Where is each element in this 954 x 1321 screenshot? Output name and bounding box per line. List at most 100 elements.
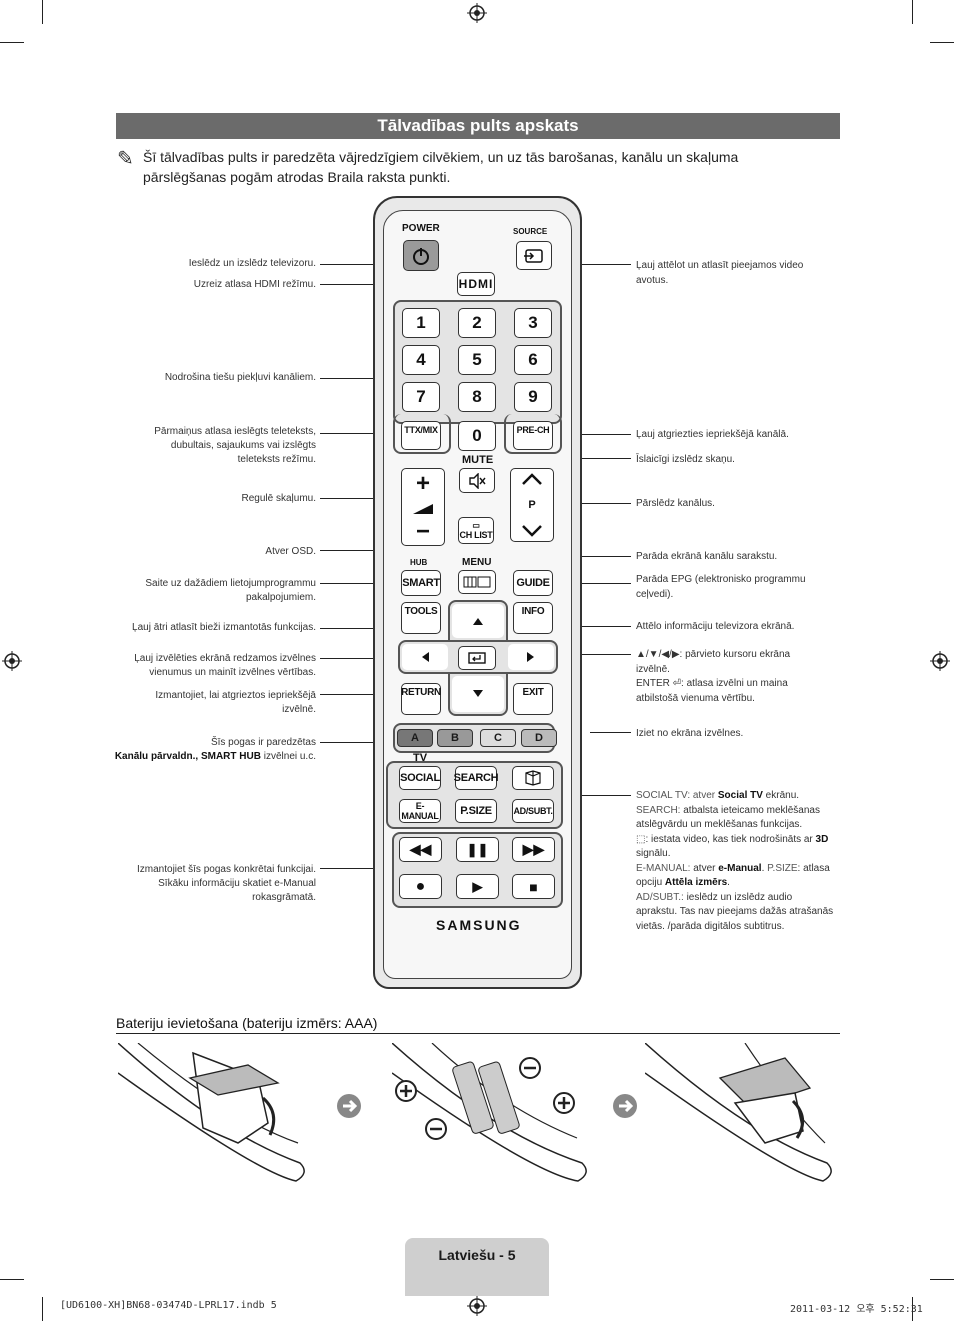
label-prech: Ļauj atgriezties iepriekšējā kanālā. <box>636 429 789 440</box>
nav-right-button[interactable] <box>508 644 554 670</box>
label-colors-rest: izvēlnei u.c. <box>260 751 316 762</box>
digit-5-button[interactable]: 5 <box>458 345 496 375</box>
search-button[interactable]: SEARCH <box>454 766 499 790</box>
search-desc-a: SEARCH: <box>636 804 681 816</box>
pre-ch-button[interactable]: PRE-CH <box>513 421 553 450</box>
a-button[interactable]: A <box>397 729 433 747</box>
arrow-right-circle-icon <box>337 1094 361 1118</box>
digit-7-button[interactable]: 7 <box>402 382 440 412</box>
ch-list-icon: ▭ <box>472 521 480 530</box>
enter-button[interactable] <box>458 646 496 670</box>
p-size-button[interactable]: P.SIZE <box>455 799 497 823</box>
digit-6-button[interactable]: 6 <box>514 345 552 375</box>
label-nav-enter: ENTER ⏎: atlasa izvēlni un maina atbilst… <box>636 678 788 704</box>
leader-line <box>320 583 400 584</box>
source-label: SOURCE <box>513 227 548 236</box>
label-colors: Šīs pogas ir paredzētas Kanālu pārvaldn.… <box>110 736 316 764</box>
footer-date: 2011-03-12 오후 5:52:31 <box>790 1304 923 1315</box>
info-button[interactable]: INFO <box>513 602 553 634</box>
tools-button[interactable]: TOOLS <box>401 602 441 634</box>
psize-desc-a: P.SIZE <box>767 862 798 874</box>
digit-3-button[interactable]: 3 <box>514 308 552 338</box>
exit-button[interactable]: EXIT <box>513 683 553 715</box>
source-button[interactable] <box>516 241 552 270</box>
battery-step-2-illustration <box>392 1043 587 1182</box>
hdmi-button[interactable]: HDMI <box>457 272 495 296</box>
label-nav-right: ▲/▼/◀/▶: pārvieto kursoru ekrāna izvēlnē… <box>636 648 816 706</box>
label-mute: Īslaicīgi izslēdz skaņu. <box>636 454 735 465</box>
stop-button[interactable]: ■ <box>512 874 555 899</box>
play-button[interactable]: ▶ <box>456 874 499 899</box>
3d-glasses-icon <box>525 770 541 786</box>
leader-line <box>556 626 631 627</box>
channel-up-icon <box>522 473 542 485</box>
menu-icon <box>463 576 491 588</box>
fast-forward-icon: ▶▶ <box>522 841 545 857</box>
crop-mark <box>42 0 43 24</box>
label-tv-functions: SOCIAL TV: atver Social TV ekrānu. SEARC… <box>636 789 836 934</box>
registration-mark-icon <box>467 1296 487 1316</box>
leader-line <box>320 868 386 869</box>
digit-4-button[interactable]: 4 <box>402 345 440 375</box>
digit-0-button[interactable]: 0 <box>458 421 496 451</box>
label-colors-bold: Kanālu pārvaldn., SMART HUB <box>114 751 261 762</box>
nav-down-button[interactable] <box>452 676 504 712</box>
fast-forward-button[interactable]: ▶▶ <box>512 837 555 862</box>
samsung-logo: SAMSUNG <box>436 917 522 933</box>
label-tools: Ļauj ātri atlasīt bieži izmantotās funkc… <box>132 622 316 633</box>
psize-desc-b: : atlasa opciju <box>636 862 830 889</box>
pause-button[interactable]: ❚❚ <box>456 837 499 862</box>
mute-button[interactable] <box>459 468 495 493</box>
label-hdmi: Uzreiz atlasa HDMI režīmu. <box>193 279 316 290</box>
label-nav-arrows: ▲/▼/◀/▶: pārvieto kursoru ekrāna izvēlnē… <box>636 649 791 675</box>
crop-mark <box>0 42 24 43</box>
menu-button[interactable] <box>458 570 496 594</box>
channel-rocker[interactable]: P <box>510 468 554 542</box>
smart-hub-button[interactable]: SMART <box>401 570 441 596</box>
b-button[interactable]: B <box>437 729 473 747</box>
crop-mark <box>0 1279 24 1280</box>
digit-9-button[interactable]: 9 <box>514 382 552 412</box>
digit-8-button[interactable]: 8 <box>458 382 496 412</box>
rewind-button[interactable]: ◀◀ <box>399 837 442 862</box>
power-button[interactable] <box>403 240 439 271</box>
arrow-right-icon <box>527 652 534 662</box>
volume-rocker[interactable]: + − <box>401 468 445 546</box>
note-pencil-icon: ✎ <box>117 148 134 170</box>
label-source: Ļauj attēlot un atlasīt pieejamos video … <box>636 260 804 286</box>
stop-icon: ■ <box>529 878 538 895</box>
volume-down-icon: − <box>415 517 430 545</box>
label-guide: Parāda EPG (elektronisko programmu ceļve… <box>636 574 806 600</box>
digit-1-button[interactable]: 1 <box>402 308 440 338</box>
record-button[interactable]: ● <box>399 874 442 899</box>
social-tv-button[interactable]: SOCIAL <box>399 766 441 790</box>
nav-up-button[interactable] <box>452 604 504 638</box>
ad-subt-button[interactable]: AD/SUBT. <box>512 799 554 823</box>
ch-list-button[interactable]: ▭ CH LIST <box>458 517 494 544</box>
threed-desc-c: signālu. <box>636 848 671 859</box>
leader-line <box>320 628 400 629</box>
e-manual-button[interactable]: E-MANUAL <box>399 799 441 823</box>
label-channel: Pārslēdz kanālus. <box>636 498 715 509</box>
guide-button[interactable]: GUIDE <box>513 570 553 596</box>
footer-file-info: [UD6100-XH]BN68-03474D-LPRL17.indb 5 <box>60 1300 277 1311</box>
play-icon: ▶ <box>472 878 483 894</box>
leader-line <box>556 503 631 504</box>
d-button[interactable]: D <box>521 729 557 747</box>
crop-mark <box>912 0 913 24</box>
nav-left-button[interactable] <box>402 644 448 670</box>
social-desc-c: ekrānu. <box>762 790 800 801</box>
3d-button[interactable] <box>512 766 554 790</box>
label-ttx: Pārmaiņus atlasa ieslēgts teleteksts, du… <box>154 426 316 465</box>
ttx-mix-button[interactable]: TTX/MIX <box>401 421 441 450</box>
emanual-desc-b: atver <box>690 862 719 874</box>
registration-mark-icon <box>467 3 487 23</box>
c-button[interactable]: C <box>480 729 516 747</box>
leader-line <box>320 694 400 695</box>
search-desc-b: atbalsta ieteicamo meklēšanas atslēgvārd… <box>636 804 820 831</box>
return-button[interactable]: RETURN <box>401 683 441 715</box>
digit-2-button[interactable]: 2 <box>458 308 496 338</box>
arrow-up-icon <box>473 618 483 625</box>
leader-line <box>590 732 631 733</box>
adsubt-desc-a: AD/SUBT.: <box>636 891 684 903</box>
